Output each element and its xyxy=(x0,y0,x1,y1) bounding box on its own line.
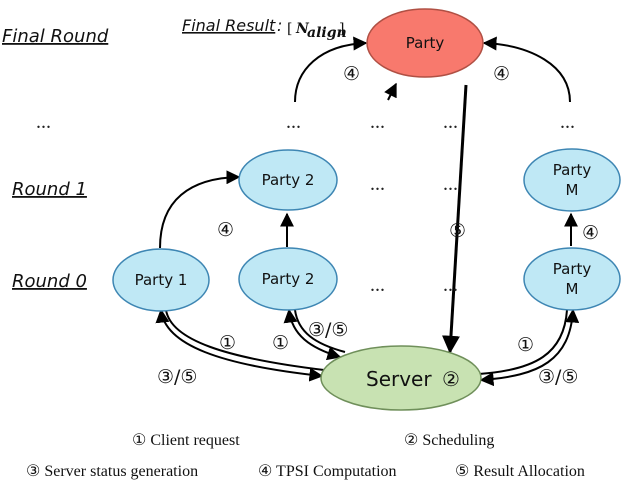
final-result-label: Final Result : [ N align ] xyxy=(182,16,347,41)
step-1-partym: ① xyxy=(517,334,534,356)
node-r1-partym-label-2: M xyxy=(566,181,579,199)
ellipsis-round1-b: ... xyxy=(443,173,458,195)
node-r0-party1-shape xyxy=(112,248,210,312)
step-3-5-party1: ③/⑤ xyxy=(157,366,197,388)
node-r1-partym: Party M xyxy=(523,148,621,212)
node-final-party-label: Party xyxy=(406,34,445,52)
node-r1-party2-shape xyxy=(238,149,338,211)
ellipsis-round1-a: ... xyxy=(370,173,385,195)
link-server-party2-b xyxy=(294,309,346,353)
node-r0-partym: Party M xyxy=(523,247,621,311)
round-label-1: Round 1 xyxy=(12,179,87,200)
node-r0-partym-shape xyxy=(523,247,621,311)
ellipsis-row-top-2: ... xyxy=(286,111,301,133)
node-r0-party2-shape xyxy=(238,247,338,311)
node-r0-party2-label: Party 2 xyxy=(262,270,315,288)
arrow-to-final-right xyxy=(482,36,571,103)
ellipsis-round0-b: ... xyxy=(443,274,458,296)
node-r1-partym-label-1: Party xyxy=(553,161,592,179)
node-r0-party2: Party 2 xyxy=(238,247,338,311)
n-align-subscript: align xyxy=(307,25,347,41)
step-5-final-to-server: ⑤ xyxy=(449,220,466,242)
node-r0-partym-label-2: M xyxy=(566,280,579,298)
legend-item-2: ② Scheduling xyxy=(404,432,494,449)
link-server-party1-b xyxy=(165,309,325,371)
legend: ① Client request ② Scheduling ③ Server s… xyxy=(26,432,585,480)
node-server-shape xyxy=(320,345,482,411)
link-server-party2-a xyxy=(283,308,342,361)
step-4-final-left: ④ xyxy=(343,63,360,85)
ellipsis-round0-a: ... xyxy=(370,274,385,296)
node-server-step: ② xyxy=(442,367,460,391)
n-align-symbol: N xyxy=(295,21,310,37)
step-3-5-party2: ③/⑤ xyxy=(308,319,348,341)
arrow-party1-to-r1-party2 xyxy=(159,170,241,249)
step-1-party1: ① xyxy=(219,332,236,354)
round-label-0: Round 0 xyxy=(12,271,87,292)
node-r0-party1: Party 1 xyxy=(112,248,210,312)
link-server-party1-a xyxy=(155,308,324,382)
n-align-bracket-right: ] xyxy=(339,21,344,37)
final-result-text: Final Result xyxy=(182,16,276,35)
legend-item-5: ⑤ Result Allocation xyxy=(455,463,585,480)
step-1-party2: ① xyxy=(272,332,289,354)
node-r0-party1-label: Party 1 xyxy=(135,271,188,289)
node-server: Server ② xyxy=(320,345,482,411)
arrow-to-final-small xyxy=(384,82,397,101)
legend-item-1: ① Client request xyxy=(132,432,240,449)
connections xyxy=(155,36,580,387)
node-final-party: Party xyxy=(366,8,484,78)
arrow-final-to-server xyxy=(441,84,468,354)
step-4-round0-to-1: ④ xyxy=(217,219,234,241)
ellipsis-row-top-m: ... xyxy=(560,111,575,133)
ellipsis-group: ... ... ... ... ... ... ... ... ... xyxy=(36,111,575,296)
ellipsis-row-top-3: ... xyxy=(370,111,385,133)
step-4-partym: ④ xyxy=(582,222,599,244)
ellipsis-row-top-4: ... xyxy=(443,111,458,133)
node-r0-partym-label-1: Party xyxy=(553,260,592,278)
ellipsis-row-top-left: ... xyxy=(36,111,51,133)
arrow-to-final-left xyxy=(294,36,368,103)
node-r1-party2-label: Party 2 xyxy=(262,171,315,189)
step-4-final-right: ④ xyxy=(493,63,510,85)
node-r1-party2: Party 2 xyxy=(238,149,338,211)
legend-item-3: ③ Server status generation xyxy=(26,463,198,480)
n-align-bracket-left: [ xyxy=(287,21,292,37)
step-3-5-partym: ③/⑤ xyxy=(538,366,578,388)
node-final-party-shape xyxy=(366,8,484,78)
legend-item-4: ④ TPSI Computation xyxy=(258,463,397,480)
node-r1-partym-shape xyxy=(523,148,621,212)
round-label-final: Final Round xyxy=(2,26,109,47)
link-server-partym-a xyxy=(479,308,580,387)
final-result-colon: : xyxy=(277,16,282,35)
link-server-partym-b xyxy=(478,309,568,375)
node-server-label: Server xyxy=(366,367,432,391)
